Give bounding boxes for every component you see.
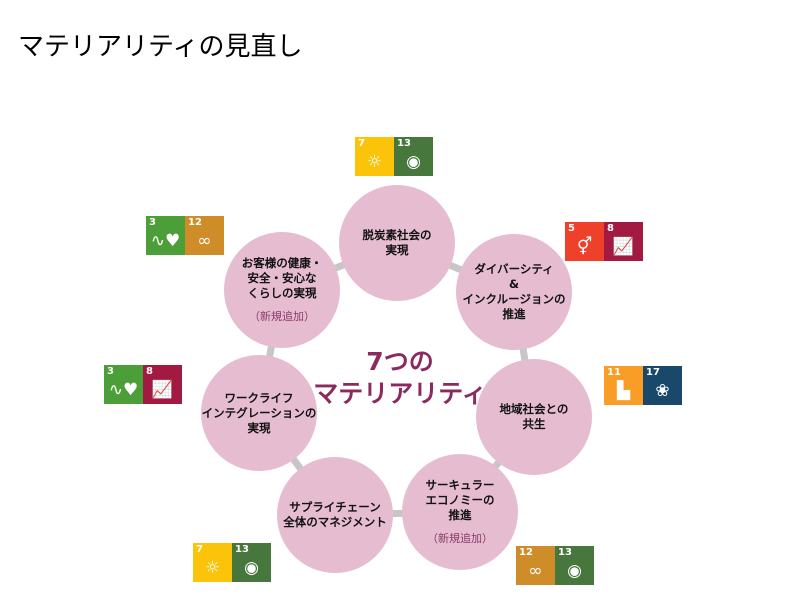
materiality-circle: サプライチェーン全体のマネジメント	[277, 457, 393, 573]
materiality-label: 推進	[502, 307, 526, 321]
sdg-goal-7-tile: 7☼	[193, 543, 232, 582]
sdg-number: 7	[196, 544, 203, 555]
materiality-circle: ワークライフインテグレーションの実現	[201, 355, 317, 471]
sdg-goal-7-tile: 7☼	[355, 137, 394, 176]
materiality-label: 実現	[385, 243, 409, 257]
sdg-goal-13-tile: 13 ◉	[394, 137, 433, 176]
new-addition-note: （新規追加）	[249, 310, 315, 323]
materiality-label: ワークライフ	[224, 390, 294, 405]
sdg-11-icon: ▙	[616, 381, 631, 401]
materiality-label: くらしの実現	[247, 286, 317, 300]
sdg-goal-17-tile: 17 ❀	[643, 366, 682, 405]
materiality-label: 地域社会との	[499, 402, 569, 416]
materiality-label: インクルージョンの	[462, 292, 566, 306]
sdg-number: 8	[607, 223, 614, 234]
sdg-number: 5	[568, 223, 575, 234]
sdg-13-icon: ◉	[406, 152, 421, 172]
sdg-badge-group: 5⚥8📈	[565, 222, 643, 261]
materiality-label: お客様の健康・	[241, 256, 323, 270]
materiality-circle: サーキュラーエコノミーの推進 （新規追加）	[402, 454, 518, 570]
center-line-2: マテリアリティ	[313, 379, 487, 408]
sdg-number: 13	[397, 138, 411, 149]
materiality-label: エコノミーの	[425, 493, 495, 507]
materiality-label: 安全・安心な	[247, 271, 317, 285]
new-addition-note: （新規追加）	[427, 532, 493, 545]
materiality-label: 全体のマネジメント	[283, 515, 387, 529]
sdg-3-icon: ∿♥	[150, 231, 181, 251]
sdg-number: 7	[358, 138, 365, 149]
sdg-12-icon: ∞	[528, 561, 543, 581]
center-line-1: 7つの	[366, 347, 434, 376]
sdg-7-icon: ☼	[366, 152, 383, 172]
sdg-number: 3	[107, 366, 114, 377]
sdg-goal-13-tile: 13 ◉	[232, 543, 271, 582]
sdg-12-icon: ∞	[197, 231, 212, 251]
materiality-label: 脱炭素社会の	[362, 228, 432, 242]
materiality-circle: ダイバーシティ&インクルージョンの推進	[456, 234, 572, 350]
sdg-goal-12-tile: 12 ∞	[516, 546, 555, 585]
sdg-badge-group: 12 ∞ 13 ◉	[516, 546, 594, 585]
materiality-label: サーキュラー	[425, 478, 495, 492]
sdg-goal-11-tile: 11 ▙	[604, 366, 643, 405]
sdg-13-icon: ◉	[244, 558, 259, 578]
sdg-8-icon: 📈	[151, 380, 174, 400]
materiality-circle: 地域社会との共生	[476, 359, 592, 475]
sdg-7-icon: ☼	[204, 558, 221, 578]
sdg-badge-group: 11 ▙ 17 ❀	[604, 366, 682, 405]
sdg-badge-group: 3∿♥8📈	[104, 365, 182, 404]
materiality-label: 実現	[247, 420, 271, 435]
sdg-17-icon: ❀	[655, 381, 670, 401]
materiality-label: ダイバーシティ	[474, 262, 554, 276]
materiality-label: 推進	[448, 508, 472, 522]
materiality-label: インテグレーションの	[201, 405, 317, 420]
sdg-goal-5-tile: 5⚥	[565, 222, 604, 261]
sdg-13-icon: ◉	[567, 561, 582, 581]
materiality-circle: お客様の健康・安全・安心なくらしの実現 （新規追加）	[224, 232, 340, 348]
materiality-circle: 脱炭素社会の実現	[339, 185, 455, 301]
sdg-goal-13-tile: 13 ◉	[555, 546, 594, 585]
sdg-number: 12	[188, 217, 202, 228]
sdg-8-icon: 📈	[612, 237, 635, 257]
sdg-goal-3-tile: 3 ∿♥	[104, 365, 143, 404]
sdg-number: 13	[558, 547, 572, 558]
sdg-number: 17	[646, 367, 660, 378]
materiality-label: 共生	[522, 417, 546, 431]
sdg-goal-8-tile: 8📈	[604, 222, 643, 261]
sdg-number: 11	[607, 367, 621, 378]
sdg-3-icon: ∿♥	[108, 380, 139, 400]
sdg-badge-group: 7☼13◉	[193, 543, 271, 582]
sdg-5-icon: ⚥	[576, 237, 593, 257]
materiality-label: &	[508, 277, 520, 291]
center-label: 7つの マテリアリティ	[300, 346, 500, 410]
sdg-number: 8	[146, 366, 153, 377]
sdg-goal-3-tile: 3 ∿♥	[146, 216, 185, 255]
page-title: マテリアリティの見直し	[18, 32, 303, 62]
sdg-number: 13	[235, 544, 249, 555]
sdg-number: 12	[519, 547, 533, 558]
sdg-number: 3	[149, 217, 156, 228]
sdg-badge-group: 7☼13◉	[355, 137, 433, 176]
materiality-label: サプライチェーン	[289, 500, 381, 514]
sdg-badge-group: 3 ∿♥ 12 ∞	[146, 216, 224, 255]
sdg-goal-8-tile: 8📈	[143, 365, 182, 404]
sdg-goal-12-tile: 12 ∞	[185, 216, 224, 255]
